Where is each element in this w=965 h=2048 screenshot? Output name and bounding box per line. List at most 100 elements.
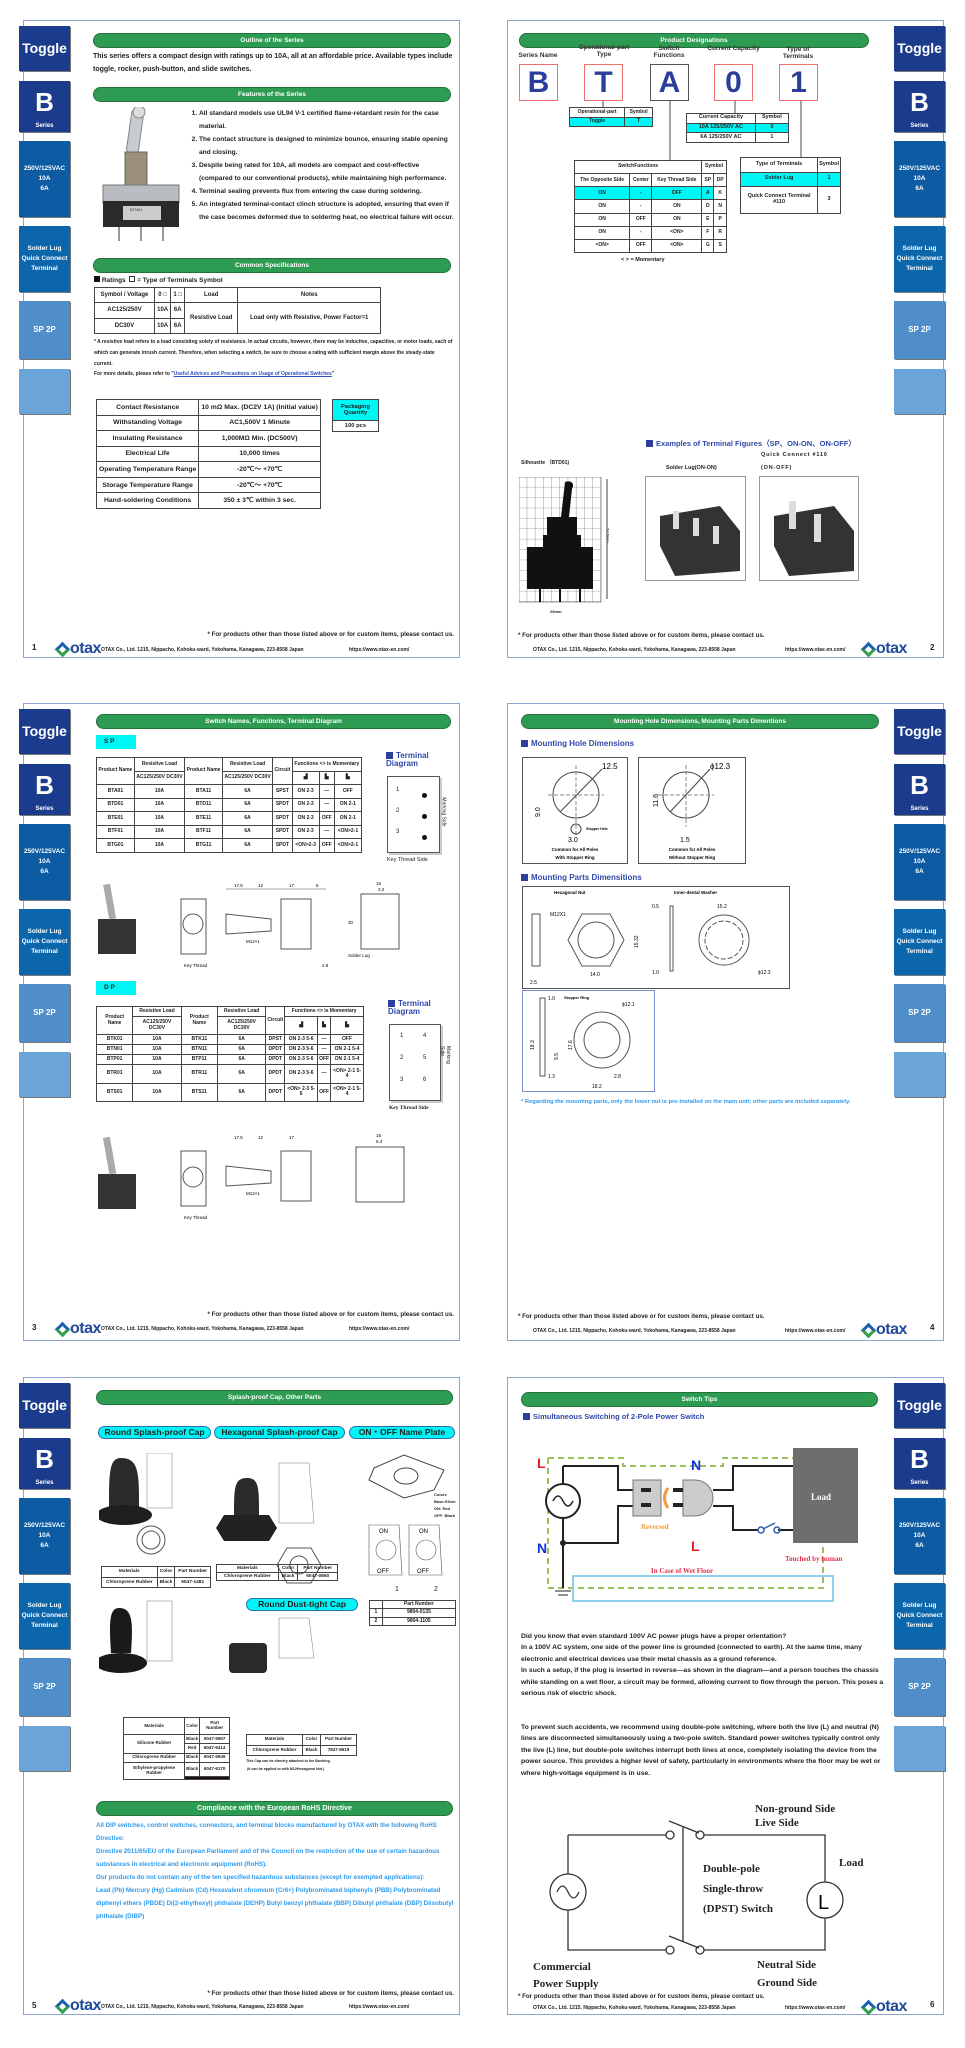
side-tab-label: Quick Connect [21,938,68,946]
dim-label: 0.5 [652,904,659,910]
table-cell: AC125/250V [94,302,155,319]
table-cell: Resistive Load [132,1006,182,1017]
footer-note: * For products other than those listed a… [518,632,765,639]
side-tab-label: Toggle [22,723,67,739]
table-cell: Current Capacity [686,113,756,124]
side-tab[interactable] [894,1052,945,1097]
side-tab-label: 250V/125VAC [898,1522,941,1530]
table-cell: 7847-8619 [320,1744,357,1756]
side-tab[interactable] [19,1052,70,1097]
precautions-link[interactable]: Useful Advices and Precautions on Usage … [173,371,332,377]
side-tab[interactable]: SP 2P [894,1658,945,1716]
table-cell: ON 2-3 5-6 [284,1034,319,1046]
square-bullet-icon [646,440,653,447]
table-cell: — [317,1034,332,1046]
side-tab[interactable]: Toggle [894,709,945,754]
side-tab-label: B [910,769,929,800]
side-tab[interactable]: Toggle [894,26,945,71]
table-cell: AC125/250V DC30V [132,1015,182,1036]
plate-num-2: 2 [434,1586,438,1593]
square-bullet-icon [521,740,528,747]
side-tab-label: Solder Lug [902,245,937,253]
side-tab[interactable] [19,369,70,414]
footer-note: * For products other than those listed a… [207,1990,454,1997]
table-cell: P [713,212,727,227]
table-cell: BTE11 [184,811,223,826]
side-tab[interactable]: SP 2P [894,301,945,359]
table-cell: BTN11 [180,1044,218,1056]
table-cell: <ON> 2-3 5-6 [284,1082,319,1103]
side-tab[interactable] [894,1726,945,1771]
pin-dot-icon [422,793,427,798]
table-cell: D [701,199,715,214]
feature-item: Despite being rated for 10A, all models … [199,159,454,185]
side-tab[interactable]: SP 2P [19,1658,70,1716]
side-tab[interactable]: Toggle [894,1383,945,1428]
table-cell: 6A [221,784,274,799]
page-number: 1 [32,643,37,652]
more-suffix: " [331,371,335,377]
table-cell: 10A [133,838,186,853]
side-tab[interactable]: Toggle [19,1383,70,1428]
square-bullet-icon [386,752,393,759]
footer-url: https://www.otax-en.com/ [349,2004,410,2010]
footer-note: * For products other than those listed a… [518,1313,765,1320]
diagram-N: N [537,1540,547,1556]
hole-title: Mounting Hole Dimensions [531,739,635,748]
rohs-text: All DIP switches, control switches, conn… [96,1819,454,1923]
table-cell: Product Name [180,1005,218,1036]
dim-label: 11.6 [653,794,660,807]
table-cell: ▟ [284,1015,319,1036]
load-label: Load [811,1492,831,1502]
side-tab[interactable] [894,369,945,414]
dim-label: 15.2 [717,904,727,910]
table-cell: AC125/250V DC30V [133,770,186,786]
table-cell: - [629,186,653,201]
table-cell: 0 □ [153,286,172,304]
table-cell: 6047-5967 [199,1733,230,1745]
side-tab[interactable]: Toggle [19,26,70,71]
side-tab[interactable]: SP 2P [19,984,70,1042]
table-cell: 10A [133,811,186,826]
table-row: Storage Temperature Range-20℃～ +70℃ [95,476,321,494]
plate-color-line: ON: Red [434,1506,450,1511]
table-cell: BTD01 [96,797,135,813]
table-cell: Chloroprene Rubber [101,1576,158,1588]
side-tab[interactable]: Toggle [19,709,70,754]
side-tab[interactable]: SP 2P [894,984,945,1042]
dim-label: 17.6 [568,1040,574,1050]
dim-label: 3.2 [378,887,385,892]
table-cell: — [318,824,335,840]
otax-logo: otax [54,1321,101,1337]
side-tab[interactable]: SP 2P [19,301,70,359]
table-cell: ON 2-3 [291,824,320,840]
side-tab[interactable] [19,1726,70,1771]
table-cell: SwitchFunctions [573,159,703,175]
table-cell: 10,000 times [198,445,321,463]
